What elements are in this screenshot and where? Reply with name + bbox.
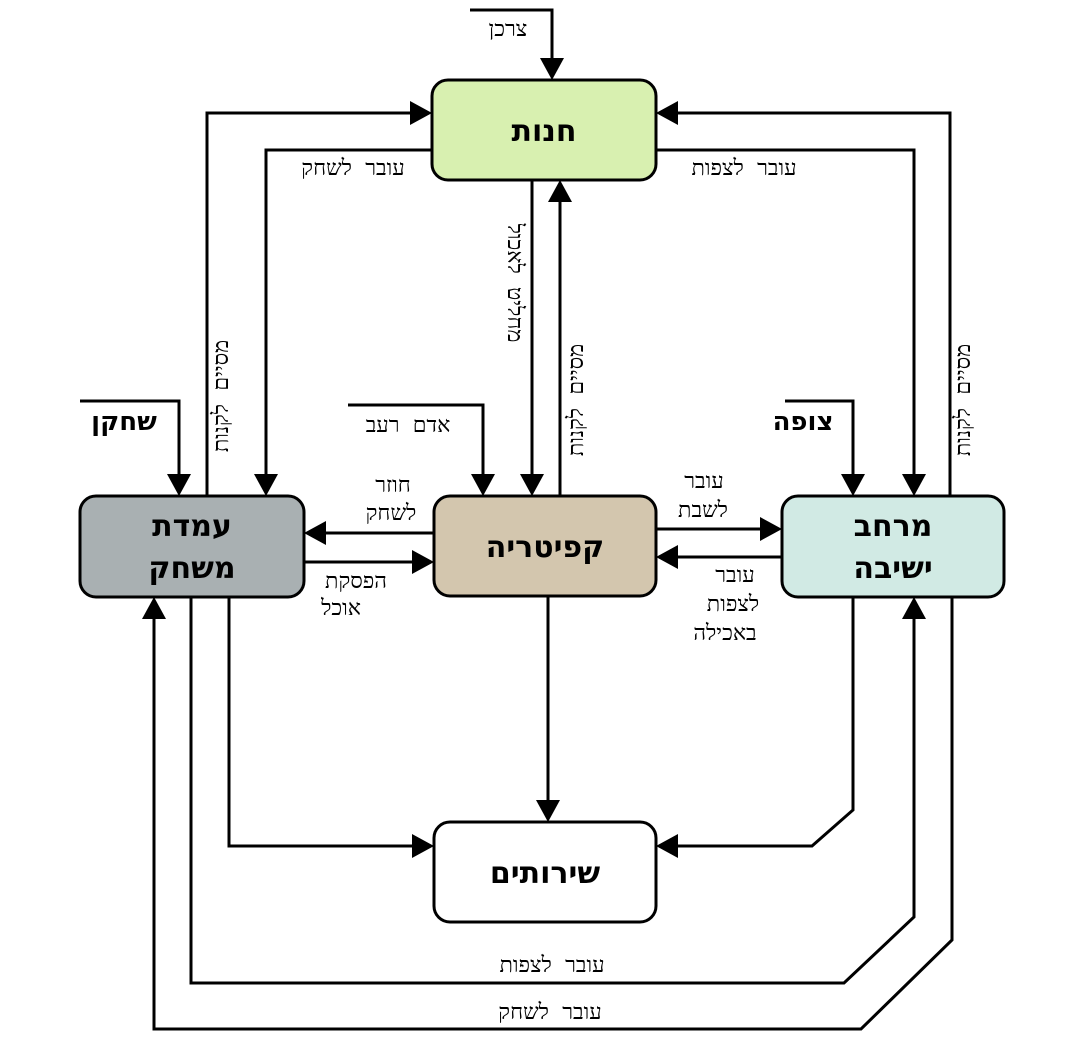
arrow-head xyxy=(412,550,434,574)
node-restrooms[interactable]: שירותים xyxy=(432,820,658,924)
node-seating-area[interactable]: מרחב ישיבה xyxy=(780,494,1006,599)
entry-label-spectator: צופה xyxy=(773,407,834,437)
edge-shop-to-seat xyxy=(656,148,916,478)
node-play-station[interactable]: עמדת משחק xyxy=(78,494,306,599)
arrow-head xyxy=(536,800,560,822)
arrow-head xyxy=(548,180,572,202)
entry-label-player: שחקן xyxy=(91,407,157,437)
arrow-head xyxy=(412,834,434,858)
node-shop-box xyxy=(430,78,658,182)
arrow-head xyxy=(841,474,865,496)
node-cafeteria-label: קפיטריה xyxy=(486,530,605,565)
arrow-head xyxy=(902,597,926,619)
arrow-head xyxy=(142,597,166,619)
arrow-head xyxy=(471,474,495,496)
edge-label-shop-to-cafe: מחליט לאכול xyxy=(502,223,527,343)
node-shop-label: חנות xyxy=(512,114,577,149)
edge-label-seat-to-play: עובר לשחק xyxy=(498,1000,601,1025)
edge-entry-player xyxy=(80,399,181,478)
node-cafeteria-box xyxy=(432,494,658,598)
node-play-station-label-1: עמדת xyxy=(152,509,232,544)
edge-label-seat-to-cafe-1: עובר xyxy=(715,563,755,588)
edge-label-cafe-to-seat-1: עובר xyxy=(684,469,724,494)
edge-label-shop-to-play: עובר לשחק xyxy=(301,156,404,181)
edge-label-shop-to-seat: עובר לצפות xyxy=(691,156,796,181)
edge-entry-spectator xyxy=(785,399,855,478)
edge-label-seat-to-shop: מסיים לקנות xyxy=(951,344,976,456)
node-seating-area-label-2: ישיבה xyxy=(853,551,932,586)
edge-seat-to-restrooms xyxy=(674,597,855,848)
edge-play-to-seat xyxy=(189,597,916,985)
edge-label-cafe-to-play-1: חוזר xyxy=(375,473,411,498)
arrow-head xyxy=(656,101,678,125)
edge-label-cafe-to-shop: מסיים לקנות xyxy=(564,344,589,456)
edge-play-to-restrooms xyxy=(227,597,416,848)
arrow-head xyxy=(167,474,191,496)
arrow-head xyxy=(254,474,278,496)
node-shop[interactable]: חנות xyxy=(430,78,658,182)
entry-label-consumer: צרכן xyxy=(489,17,528,42)
node-seating-area-label-1: מרחב xyxy=(854,509,933,544)
edge-label-cafe-to-seat-2: לשבת xyxy=(678,498,728,523)
edge-shop-to-play xyxy=(264,148,432,478)
arrow-head xyxy=(304,521,326,545)
edge-label-play-to-cafe-2: אוכל xyxy=(320,596,361,621)
node-play-station-box xyxy=(78,494,306,599)
node-seating-area-box xyxy=(780,494,1006,599)
arrow-head xyxy=(540,58,564,80)
edge-label-seat-to-cafe-3: באכילה xyxy=(693,621,756,646)
arrow-head xyxy=(520,474,544,496)
edge-label-play-to-cafe-1: הפסקת xyxy=(325,569,387,594)
edge-label-play-to-seat: עובר לצפות xyxy=(499,953,604,978)
node-play-station-label-2: משחק xyxy=(148,551,235,586)
arrow-head xyxy=(760,517,782,541)
node-cafeteria[interactable]: קפיטריה xyxy=(432,494,658,598)
arrow-head xyxy=(656,834,678,858)
edge-label-play-to-shop: מסיים לקנות xyxy=(209,340,234,452)
edge-label-seat-to-cafe-2: לצפות xyxy=(707,592,759,617)
edge-entry-hungry xyxy=(348,403,485,478)
node-restrooms-label: שירותים xyxy=(490,856,600,891)
arrow-head xyxy=(656,545,678,569)
edge-seat-to-shop xyxy=(674,111,952,496)
node-restrooms-box xyxy=(432,820,658,924)
edge-play-to-shop xyxy=(205,111,414,496)
edge-label-cafe-to-play-2: לשחק xyxy=(366,501,417,526)
entry-label-hungry-person: אדם רעב xyxy=(366,413,451,438)
edge-seat-to-play xyxy=(152,597,954,1031)
arrow-head xyxy=(410,101,432,125)
edge-entry-consumer xyxy=(470,8,554,62)
arrow-head xyxy=(902,474,926,496)
